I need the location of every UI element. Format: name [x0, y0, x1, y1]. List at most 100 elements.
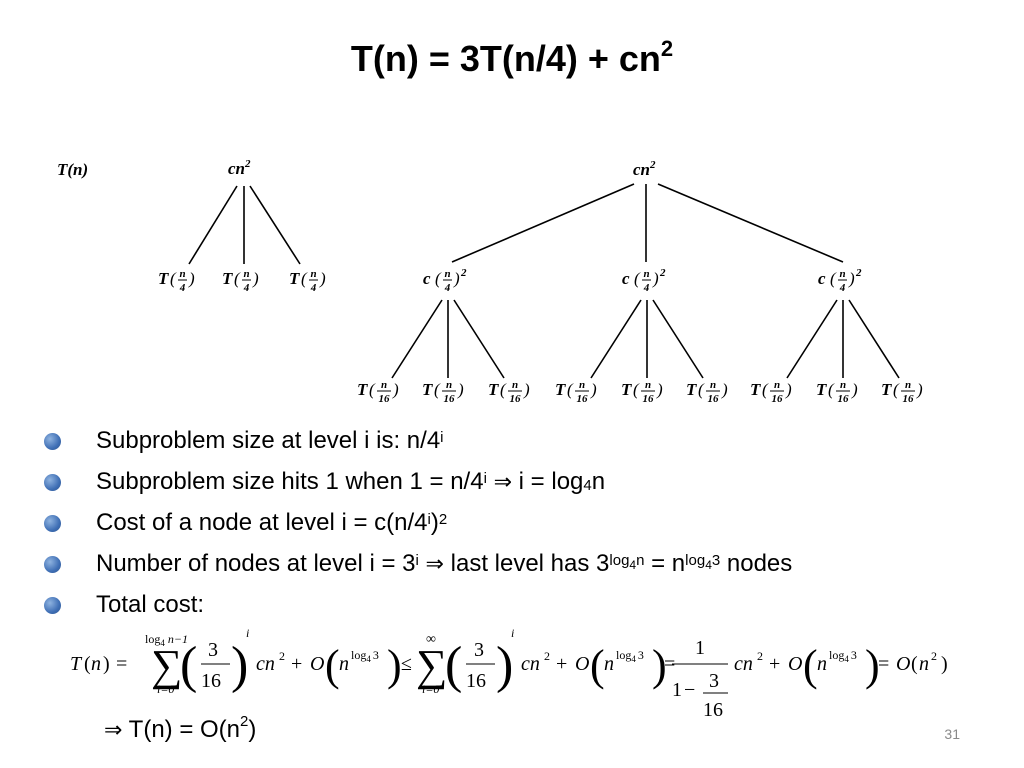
- svg-text:(: (: [698, 380, 705, 399]
- svg-text:T: T: [289, 269, 300, 288]
- svg-text:n: n: [774, 379, 780, 391]
- svg-text:4: 4: [243, 282, 250, 294]
- svg-text:n: n: [579, 379, 585, 391]
- svg-text:): ): [656, 380, 663, 399]
- left-child-node-1: T(n4): [158, 268, 195, 294]
- left-top-node: cn2: [228, 158, 251, 178]
- svg-text:log43: log43: [351, 648, 379, 664]
- sigma-icon: ∑: [416, 641, 447, 690]
- svg-text:T: T: [422, 380, 433, 399]
- svg-text:n: n: [919, 653, 929, 675]
- svg-text:2: 2: [931, 649, 937, 663]
- svg-text:2: 2: [279, 649, 285, 663]
- svg-text:): ): [652, 641, 667, 690]
- svg-text:): ): [387, 641, 402, 690]
- svg-text:(: (: [445, 637, 462, 694]
- svg-text:16: 16: [703, 699, 723, 720]
- svg-text:n: n: [817, 653, 827, 675]
- svg-text:T: T: [158, 269, 169, 288]
- svg-text:16: 16: [643, 393, 655, 405]
- right-top-edges: [451, 183, 844, 263]
- svg-text:n: n: [179, 268, 185, 280]
- svg-text:4: 4: [839, 282, 846, 294]
- bullet-icon: [44, 597, 61, 614]
- svg-text:3: 3: [208, 639, 218, 661]
- svg-text:O: O: [896, 653, 910, 675]
- leaf-node-5: T(n16): [621, 379, 663, 405]
- svg-text:=: =: [664, 653, 675, 675]
- implies-arrow-icon: ⇒: [493, 470, 513, 495]
- leaf-node-9: T(n16): [881, 379, 923, 405]
- leaf-node-4: T(n16): [555, 379, 597, 405]
- svg-text:): ): [865, 641, 880, 690]
- svg-text:16: 16: [201, 670, 221, 692]
- svg-text:(: (: [180, 637, 197, 694]
- bullet-subproblem-size: Subproblem size at level i is: n/4i: [44, 425, 1004, 466]
- svg-text:=: =: [878, 653, 889, 675]
- svg-text:16: 16: [903, 393, 915, 405]
- right-root-node: cn2: [633, 159, 656, 179]
- page-number: 31: [944, 726, 960, 742]
- svg-text:O: O: [310, 653, 324, 675]
- svg-text:n: n: [643, 268, 649, 280]
- svg-text:4: 4: [444, 282, 451, 294]
- svg-text:log4 n−1: log4 n−1: [145, 632, 188, 648]
- svg-text:(: (: [435, 269, 442, 288]
- svg-text:n: n: [710, 379, 716, 391]
- svg-text:(: (: [369, 380, 376, 399]
- leaf-node-6: T(n16): [686, 379, 728, 405]
- svg-text:): ): [523, 380, 530, 399]
- left-tree-edges: [188, 185, 301, 265]
- implies-arrow-icon: ⇒: [104, 718, 123, 743]
- svg-text:i: i: [511, 626, 514, 640]
- svg-text:n: n: [243, 268, 249, 280]
- svg-text:T: T: [222, 269, 233, 288]
- svg-text:16: 16: [577, 393, 589, 405]
- svg-text:(: (: [170, 269, 177, 288]
- bullet-hits-one: Subproblem size hits 1 when 1 = n/4i ⇒ i…: [44, 466, 1004, 507]
- svg-text:): ): [188, 269, 195, 288]
- svg-text:log43: log43: [829, 648, 857, 664]
- leaf-node-2: T(n16): [422, 379, 464, 405]
- total-cost-formula: T ( n ) = log4 n−1 ∑ i=0 ( 3 16 ) i cn 2…: [70, 626, 948, 720]
- svg-text:): ): [652, 269, 659, 288]
- svg-text:+: +: [556, 653, 567, 675]
- level1-node-2: c(n4)2: [622, 267, 666, 294]
- svg-text:2: 2: [659, 267, 666, 279]
- bullet-list: Subproblem size at level i is: n/4i Subp…: [44, 425, 1004, 630]
- svg-text:(: (: [911, 653, 918, 675]
- svg-text:4: 4: [310, 282, 317, 294]
- svg-text:1: 1: [695, 637, 705, 659]
- svg-text:): ): [916, 380, 923, 399]
- level1-node-3: c(n4)2: [818, 267, 862, 294]
- svg-text:n: n: [645, 379, 651, 391]
- svg-text:(: (: [590, 641, 605, 690]
- svg-text:1: 1: [672, 679, 682, 701]
- svg-text:16: 16: [379, 393, 391, 405]
- svg-text:16: 16: [838, 393, 850, 405]
- svg-text:): ): [457, 380, 464, 399]
- svg-text:c: c: [818, 269, 826, 288]
- svg-text:(: (: [84, 653, 91, 675]
- svg-text:cn: cn: [256, 653, 275, 675]
- bullet-icon: [44, 556, 61, 573]
- svg-text:2: 2: [460, 267, 467, 279]
- svg-text:T: T: [881, 380, 892, 399]
- slide-title: T(n) = 3T(n/4) + cn2: [350, 36, 674, 79]
- svg-text:n: n: [444, 268, 450, 280]
- svg-text:n: n: [91, 653, 101, 675]
- svg-text:(: (: [634, 269, 641, 288]
- svg-text:(: (: [301, 269, 308, 288]
- svg-text:(: (: [762, 380, 769, 399]
- svg-text:cn: cn: [734, 653, 753, 675]
- svg-text:n: n: [839, 268, 845, 280]
- svg-text:cn: cn: [521, 653, 540, 675]
- bullet-total-cost: Total cost:: [44, 589, 1004, 630]
- sigma-icon: ∑: [151, 641, 182, 690]
- svg-text:): ): [851, 380, 858, 399]
- svg-text:T: T: [816, 380, 827, 399]
- conclusion: ⇒ T(n) = O(n2): [104, 713, 257, 743]
- svg-text:T: T: [686, 380, 697, 399]
- svg-text:): ): [848, 269, 855, 288]
